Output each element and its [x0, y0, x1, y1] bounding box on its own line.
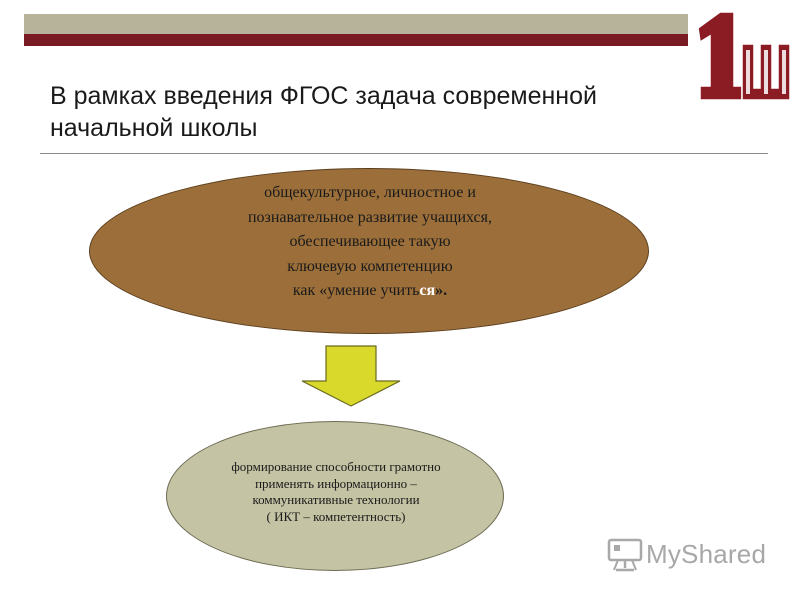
- title-line-1: В рамках введения ФГОС задача современно…: [50, 82, 597, 110]
- header-bar-dark: [24, 34, 688, 46]
- top-ellipse-line: познавательное развитие учащихся,: [247, 208, 493, 226]
- title-divider: [40, 153, 768, 154]
- watermark-text: MyShared: [646, 539, 767, 569]
- bottom-ellipse-line: коммуникативные технологии: [252, 492, 420, 507]
- top-ellipse-last-prefix: как «умение учить: [292, 282, 420, 299]
- bottom-ellipse: [166, 421, 504, 571]
- bottom-ellipse-text: формирование способности грамотно примен…: [196, 459, 476, 525]
- slide-title: В рамках введения ФГОС задача современно…: [50, 80, 670, 144]
- top-ellipse-line: ключевую компетенцию: [287, 257, 453, 275]
- myshared-watermark: MyShared: [606, 532, 776, 576]
- header-bar-light: [24, 14, 688, 34]
- top-ellipse-last-line: как «умение учиться».: [150, 279, 590, 304]
- school-logo: [690, 4, 796, 104]
- top-ellipse: [89, 168, 649, 334]
- top-ellipse-text: общекультурное, личностное и познаватель…: [150, 181, 590, 304]
- top-ellipse-line: обеспечивающее такую: [289, 233, 451, 250]
- bottom-ellipse-line: ( ИКТ – компетентность): [266, 508, 406, 524]
- top-ellipse-last-suffix: ».: [435, 282, 448, 299]
- top-ellipse-line: общекультурное, личностное и: [264, 184, 476, 201]
- title-line-2: начальной школы: [50, 114, 258, 142]
- bottom-ellipse-line: применять информационно –: [255, 475, 417, 491]
- top-ellipse-highlight: ся: [419, 282, 436, 299]
- down-arrow-icon: [300, 345, 402, 407]
- bottom-ellipse-line: формирование способности грамотно: [231, 459, 441, 474]
- presentation-board-icon: [607, 538, 643, 572]
